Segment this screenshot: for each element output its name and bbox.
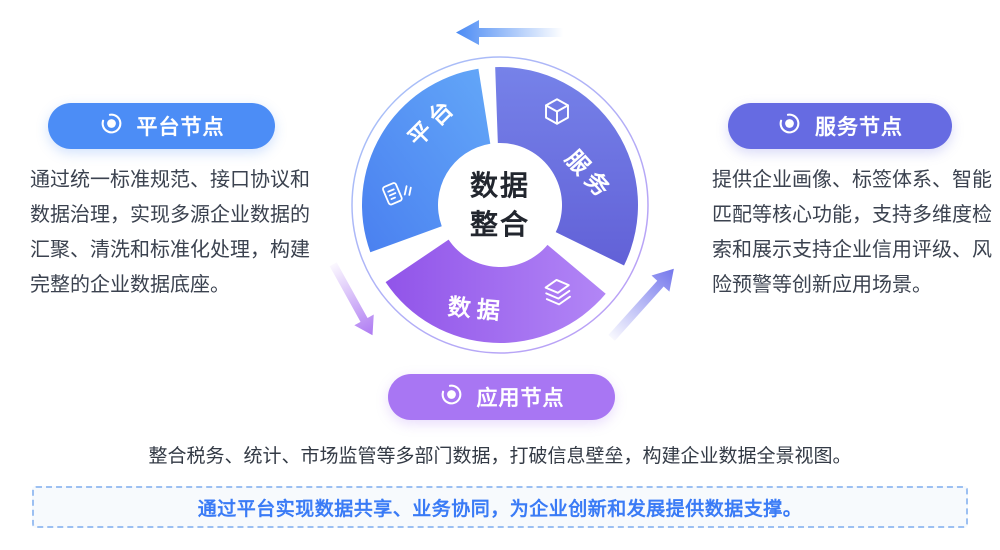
text-line: 完整的企业数据底座。	[30, 274, 230, 296]
target-icon	[99, 111, 124, 142]
integration-donut: 平台 数据 服务 数据 整合	[345, 50, 655, 360]
text-line: 匹配等核心功能，支持多维度检	[712, 204, 992, 226]
summary-banner: 通过平台实现数据共享、业务协同，为企业创新和发展提供数据支撑。	[32, 486, 968, 528]
donut-center-label: 数据 整合	[438, 143, 562, 267]
donut-chart	[351, 56, 649, 354]
text-line: 险预警等创新应用场景。	[712, 274, 932, 296]
application-node-description: 整合税务、统计、市场监管等多部门数据，打破信息壁垒，构建企业数据全景视图。	[148, 446, 852, 467]
outer-ring	[351, 56, 649, 354]
service-node-pill[interactable]: 服务节点	[728, 103, 952, 149]
target-icon	[777, 111, 802, 142]
flow-arrow-bottom-left	[329, 262, 374, 336]
donut-segment-platform[interactable]	[361, 68, 491, 253]
target-icon	[439, 382, 464, 413]
donut-segment-service[interactable]	[495, 66, 639, 266]
donut-segment-data[interactable]	[385, 239, 606, 343]
text-line: 提供企业画像、标签体系、智能	[712, 169, 992, 191]
platform-node-description: 通过统一标准规范、接口协议和 数据治理，实现多源企业数据的 汇聚、清洗和标准化处…	[30, 163, 320, 303]
text-line: 索和展示支持企业信用评级、风	[712, 239, 992, 261]
text-line: 数据治理，实现多源企业数据的	[30, 204, 310, 226]
flow-arrow-bottom-right	[608, 268, 674, 341]
text-line: 汇聚、清洗和标准化处理，构建	[30, 239, 310, 261]
service-node-title: 服务节点	[815, 116, 903, 139]
center-line-1: 数据	[469, 170, 530, 201]
flow-arrow-top	[456, 20, 563, 45]
platform-node-pill[interactable]: 平台节点	[48, 103, 275, 149]
service-node-description: 提供企业画像、标签体系、智能 匹配等核心功能，支持多维度检 索和展示支持企业信用…	[712, 163, 1000, 303]
application-node-title: 应用节点	[476, 387, 565, 410]
center-line-2: 整合	[469, 209, 530, 240]
application-node-pill[interactable]: 应用节点	[388, 374, 615, 420]
summary-banner-text: 通过平台实现数据共享、业务协同，为企业创新和发展提供数据支撑。	[197, 498, 803, 520]
text-line: 通过统一标准规范、接口协议和	[30, 169, 310, 191]
platform-node-title: 平台节点	[136, 116, 225, 139]
